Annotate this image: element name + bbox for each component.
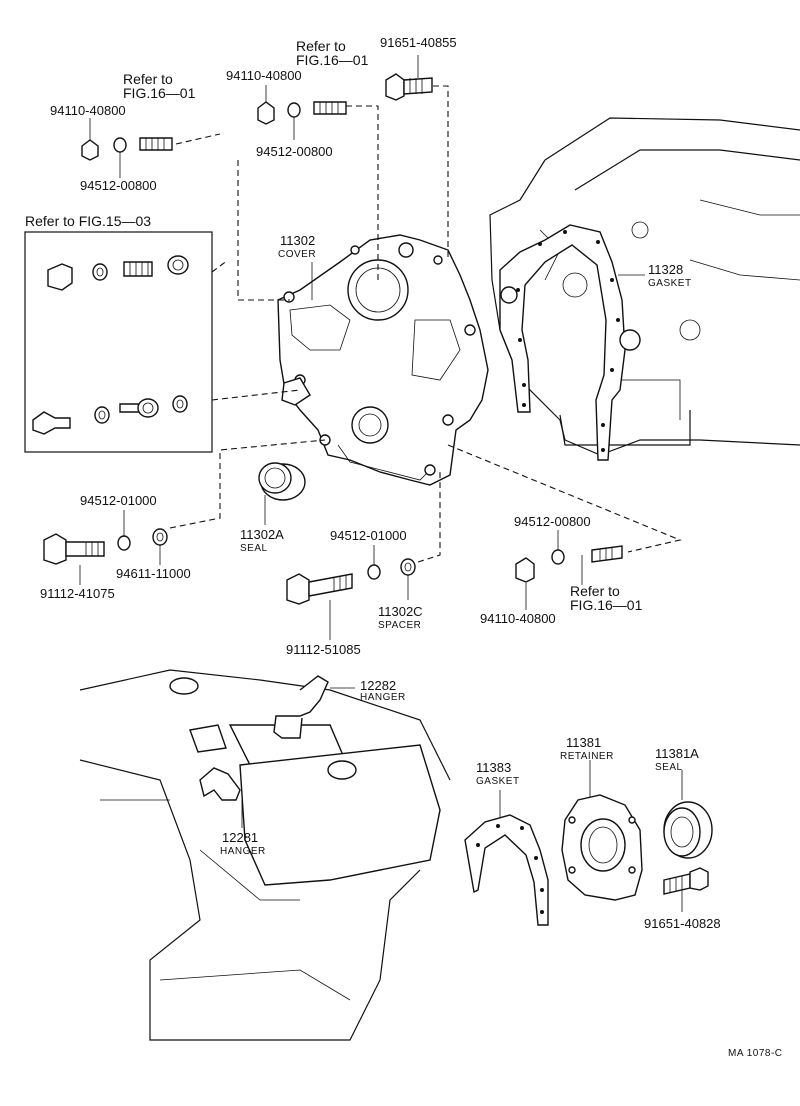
- part-name-12281: HANGER: [220, 846, 266, 857]
- fig15-reference-box: [24, 231, 213, 453]
- part-number-94110-a: 94110-40800: [50, 103, 126, 118]
- part-number-91651-a: 91651-40855: [380, 35, 457, 50]
- bolt-91651-40828: [663, 867, 709, 895]
- ref-fig16-top-center: Refer to FIG.16—01: [296, 38, 369, 68]
- part-number-91112-b: 91112-51085: [286, 642, 361, 657]
- part-number-12281: 12281: [222, 830, 258, 845]
- timing-cover-11302: [277, 234, 489, 486]
- part-name-11381A: SEAL: [655, 762, 683, 773]
- part-name-11383: GASKET: [476, 776, 520, 787]
- part-number-11381: 11381: [566, 735, 601, 750]
- part-number-11302C: 11302C: [378, 604, 423, 619]
- part-number-11302: 11302: [280, 233, 315, 248]
- part-number-94512-a: 94512-00800: [80, 178, 157, 193]
- part-name-12282: HANGER: [360, 692, 406, 703]
- part-name-11302C: SPACER: [378, 620, 421, 631]
- ref-line: Refer to: [123, 71, 173, 87]
- fastener-illustrations-top: [81, 73, 433, 161]
- part-number-94611: 94611-11000: [116, 566, 191, 581]
- gasket-11328: [499, 224, 641, 461]
- seal-11302A: [258, 462, 306, 501]
- ref-line: FIG.16—01: [123, 85, 196, 101]
- lower-engine-illustration: [79, 669, 451, 1041]
- seal-11381A: [663, 801, 713, 859]
- assembly-dashed-lines: [169, 85, 682, 563]
- ref-line: Refer to: [570, 583, 620, 599]
- ref-line: FIG.16—01: [570, 597, 643, 613]
- ref-line: FIG.16—01: [296, 52, 369, 68]
- part-name-11381: RETAINER: [560, 751, 614, 762]
- part-number-11302A: 11302A: [240, 527, 284, 542]
- part-number-94110-c: 94110-40800: [480, 611, 556, 626]
- part-number-94110-b: 94110-40800: [226, 68, 302, 83]
- part-number-11381A: 11381A: [655, 746, 699, 761]
- part-name-11302: COVER: [278, 249, 316, 260]
- ref-line: Refer to: [296, 38, 346, 54]
- part-name-11328: GASKET: [648, 278, 692, 289]
- part-number-11383: 11383: [476, 760, 511, 775]
- part-number-11328: 11328: [648, 262, 683, 277]
- part-number-94512-b: 94512-00800: [256, 144, 333, 159]
- ref-fig15: Refer to FIG.15—03: [25, 213, 151, 229]
- part-number-91651-b: 91651-40828: [644, 916, 721, 931]
- part-number-94512-c: 94512-01000: [80, 493, 157, 508]
- gasket-11383: [464, 814, 549, 926]
- figure-code: MA 1078-C: [728, 1048, 783, 1059]
- part-number-12282: 12282: [360, 678, 396, 693]
- part-number-91112-a: 91112-41075: [40, 586, 115, 601]
- ref-fig16-top-left: Refer to FIG.16—01: [123, 71, 196, 101]
- part-name-11302A: SEAL: [240, 543, 268, 554]
- ref-fig16-bottom-right: Refer to FIG.16—01: [570, 583, 643, 613]
- leader-lines: [79, 55, 683, 912]
- retainer-11381: [561, 794, 643, 901]
- fastener-illustrations-bottom: [43, 528, 623, 605]
- engine-block-illustration: [489, 117, 800, 456]
- part-number-94512-e: 94512-00800: [514, 514, 591, 529]
- part-number-94512-d: 94512-01000: [330, 528, 407, 543]
